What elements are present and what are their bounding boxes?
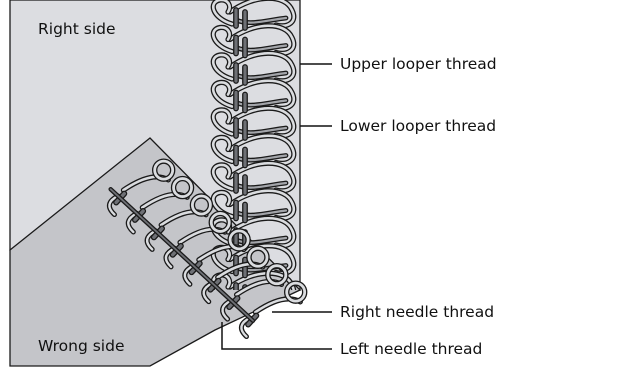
- lower-looper-label: Lower looper thread: [340, 117, 496, 135]
- right-side-label: Right side: [38, 20, 116, 38]
- left-needle-leader: [222, 322, 332, 349]
- right-needle-label: Right needle thread: [340, 303, 494, 321]
- upper-looper-label: Upper looper thread: [340, 55, 497, 73]
- wrong-side-label: Wrong side: [38, 337, 125, 355]
- left-needle-label: Left needle thread: [340, 340, 482, 358]
